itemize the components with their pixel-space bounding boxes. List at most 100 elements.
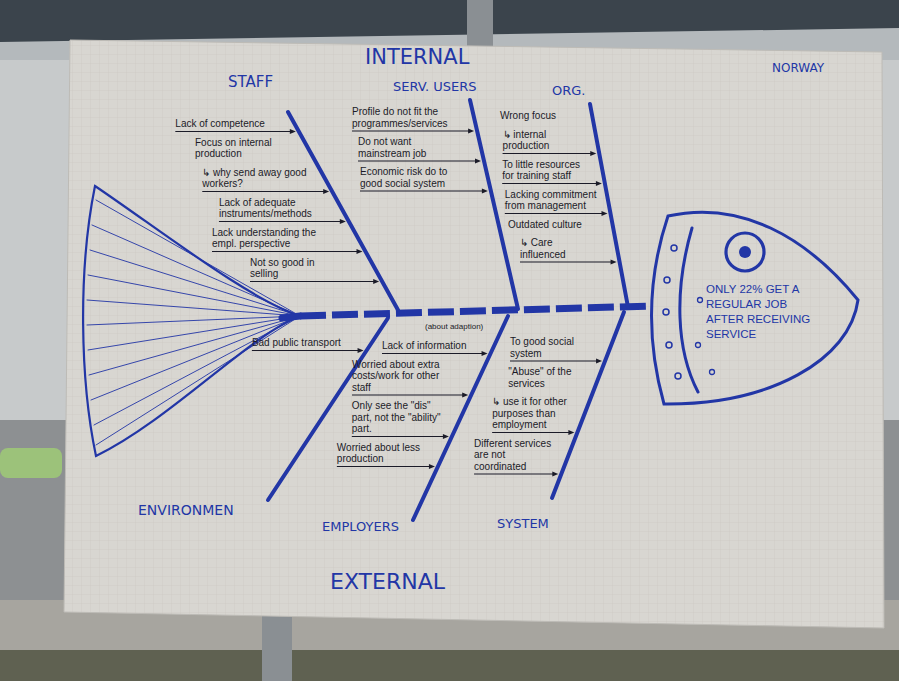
- cause-label: Only see the "dis" part, not the "abilit…: [352, 400, 447, 435]
- grass: [0, 650, 899, 681]
- cause-label: Economic risk do to good social system: [360, 166, 465, 189]
- trees: [0, 60, 70, 420]
- cause-label: Worried about extra costs/work for other…: [352, 359, 460, 394]
- arrow-head: [468, 129, 474, 134]
- arrow-head: [482, 189, 488, 194]
- arrow-head: [482, 351, 488, 356]
- scale-mark: [664, 277, 670, 283]
- cause-arrow: [360, 191, 483, 192]
- scale-mark: [675, 373, 681, 379]
- arrow-head: [552, 472, 558, 477]
- category-label: SYSTEM: [497, 517, 549, 531]
- cause-arrow: [352, 131, 469, 132]
- eye-pupil: [739, 246, 751, 258]
- cause-arrow: [252, 350, 359, 351]
- fish-head: ONLY 22% GET A REGULAR JOB AFTER RECEIVI…: [650, 200, 865, 415]
- arrow-head: [611, 260, 617, 265]
- cause-label: Not so good in selling: [250, 257, 340, 280]
- tail-joint: [282, 316, 300, 318]
- arrow-head: [323, 189, 329, 194]
- category-label: EMPLOYERS: [322, 520, 399, 534]
- arrow-head: [373, 279, 379, 284]
- scale-mark: [663, 309, 669, 315]
- cause-label: Lacking commitment from management: [505, 189, 600, 212]
- category-label: SERV. USERS: [393, 80, 477, 94]
- cause-label: Different services are not coordinated: [474, 438, 556, 473]
- cause-label: Lack of adequate instruments/methods: [219, 197, 329, 220]
- arrow-head: [443, 434, 449, 439]
- fish-body: [83, 100, 652, 520]
- cause-label: Worried about less production: [337, 442, 433, 465]
- arrow-head: [568, 430, 574, 435]
- arrow-head: [462, 393, 468, 398]
- cause-arrow: [382, 353, 483, 354]
- head-text: ONLY 22% GET A REGULAR JOB AFTER RECEIVI…: [706, 282, 824, 342]
- cause-arrow: [352, 395, 463, 396]
- arrow-head: [358, 348, 364, 353]
- arrow-head: [596, 359, 602, 364]
- cause-label: ↳ why send away good workers?: [202, 167, 312, 190]
- cause-arrow: [250, 281, 374, 282]
- category-label: ENVIRONMEN: [138, 503, 234, 518]
- arrow-head: [429, 464, 435, 469]
- cause-label: Wrong focus: [500, 110, 585, 122]
- arrow-head: [475, 159, 481, 164]
- cause-label: Do not want mainstream job: [358, 136, 463, 159]
- cause-arrow: [175, 131, 291, 132]
- spine: [300, 306, 652, 316]
- cause-arrow: [202, 191, 324, 192]
- category-label: EXTERNAL: [330, 570, 445, 594]
- scale-mark: [671, 245, 677, 251]
- cause-label: Focus on internal production: [195, 137, 290, 160]
- roof: [0, 0, 899, 42]
- cause-label: ↳ Care influenced: [520, 237, 600, 260]
- board: [64, 40, 884, 628]
- cause-label: Lack of competence: [175, 118, 285, 130]
- arrow-head: [596, 181, 602, 186]
- car: [0, 448, 62, 478]
- scale-mark: [710, 370, 715, 375]
- cause-label: Outdated culture: [508, 219, 593, 231]
- cause-arrow: [474, 474, 553, 475]
- cause-arrow: [510, 361, 597, 362]
- cause-arrow: [502, 183, 597, 184]
- scale-mark: [666, 342, 672, 348]
- scale-mark: [698, 298, 703, 303]
- note-label: (about adaption): [425, 322, 483, 331]
- cause-arrow: [352, 436, 444, 437]
- cause-label: To good social system: [510, 336, 590, 359]
- category-label: ORG.: [552, 84, 585, 98]
- org-bone: [590, 104, 628, 307]
- scale-mark: [696, 343, 701, 348]
- cause-arrow: [503, 153, 592, 154]
- category-label: NORWAY: [772, 62, 824, 75]
- cause-label: "Abuse" of the services: [508, 366, 588, 389]
- head-outline: [652, 212, 858, 404]
- arrow-head: [357, 249, 363, 254]
- cause-label: Profile do not fit the programmes/servic…: [352, 106, 460, 129]
- cause-arrow: [358, 161, 476, 162]
- cause-label: To little resources for training staff: [502, 159, 594, 182]
- pole: [262, 612, 292, 681]
- cause-label: ↳ use it for other purposes than employm…: [492, 396, 572, 431]
- eye-ring: [726, 233, 764, 271]
- cause-arrow: [337, 466, 430, 467]
- cause-label: ↳ internal production: [503, 129, 589, 152]
- gill-line: [680, 228, 698, 392]
- cause-arrow: [212, 251, 358, 252]
- arrow-head: [340, 219, 346, 224]
- cause-label: Lack understanding the empl. perspective: [212, 227, 340, 250]
- pole: [467, 0, 493, 52]
- arrow-head: [590, 151, 596, 156]
- arrow-head: [290, 129, 296, 134]
- cause-arrow: [492, 432, 569, 433]
- cause-label: Bad public transport: [252, 337, 362, 349]
- category-label: INTERNAL: [365, 46, 469, 69]
- cause-arrow: [520, 262, 612, 263]
- cause-label: Lack of information: [382, 340, 482, 352]
- arrow-head: [601, 211, 607, 216]
- cause-arrow: [505, 213, 603, 214]
- cause-arrow: [219, 221, 341, 222]
- category-label: STAFF: [228, 74, 273, 91]
